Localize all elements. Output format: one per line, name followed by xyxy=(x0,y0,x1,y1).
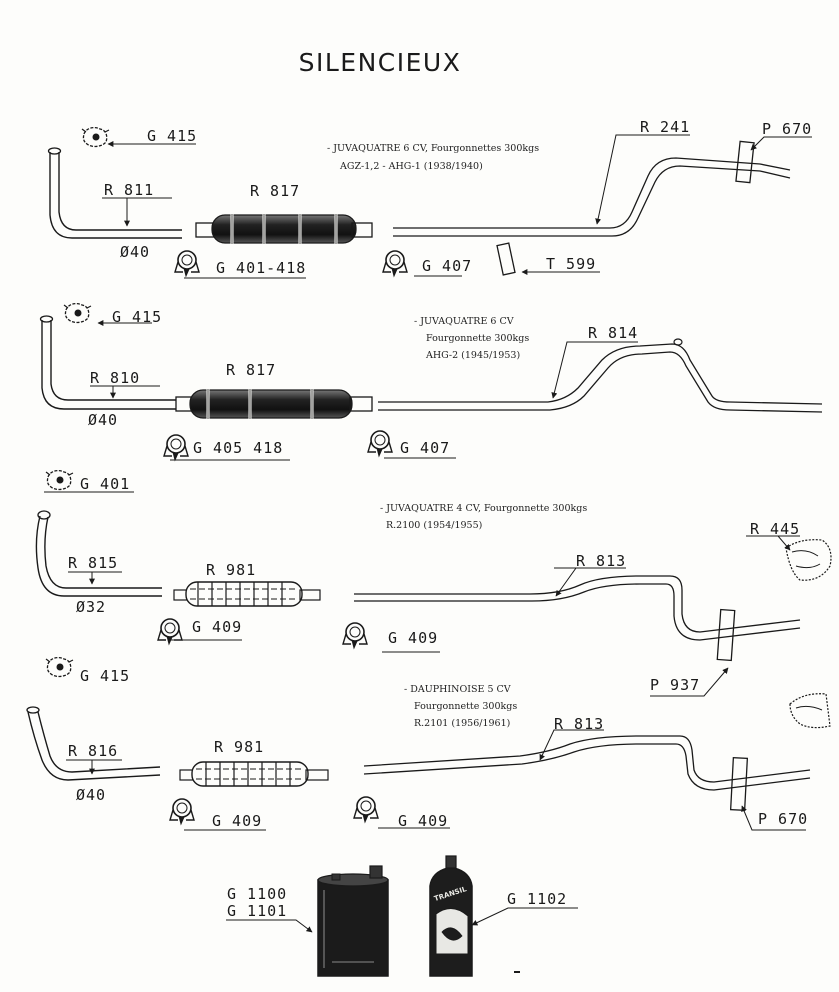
muffler-r981 xyxy=(173,581,321,607)
label-r981-2: R 981 xyxy=(214,738,265,756)
section-3-assembly xyxy=(35,510,832,697)
label-p937: P 937 xyxy=(650,676,701,694)
label-r817-1: R 817 xyxy=(250,182,301,200)
label-g1100: G 1100 xyxy=(227,885,288,903)
hanger-p670-2 xyxy=(729,756,749,812)
section-2-caption-line-2: Fourgonnette 300kgs xyxy=(426,333,530,344)
section-2-caption-line-3: AHG-2 (1945/1953) xyxy=(426,350,521,361)
mount-r445 xyxy=(785,539,832,581)
label-t599: T 599 xyxy=(546,255,597,273)
label-r813-2: R 813 xyxy=(554,715,605,733)
label-g409-1: G 409 xyxy=(192,618,243,636)
front-pipe-r815 xyxy=(35,515,162,597)
hanger-p937 xyxy=(716,608,736,662)
hanger-p670-1 xyxy=(735,140,755,184)
label-r817-2: R 817 xyxy=(226,361,277,379)
products-group: TRANSIL xyxy=(226,855,578,977)
label-r815: R 815 xyxy=(68,554,119,572)
tail-pipe-r814 xyxy=(378,343,823,413)
tail-pipe-r813-b xyxy=(363,735,811,791)
label-g409-2: G 409 xyxy=(388,629,439,647)
label-g407-2: G 407 xyxy=(400,439,451,457)
mount-right xyxy=(789,693,831,729)
label-g409-4: G 409 xyxy=(398,812,449,830)
label-r241: R 241 xyxy=(640,118,691,136)
page-title: SILENCIEUX xyxy=(298,48,462,77)
label-g1101: G 1101 xyxy=(227,902,288,920)
label-g409-3: G 409 xyxy=(212,812,263,830)
label-g401: G 401 xyxy=(80,475,131,493)
front-pipe-r810 xyxy=(41,320,176,410)
label-r810: R 810 xyxy=(90,369,141,387)
muffler-r817-b xyxy=(175,389,373,419)
label-g415-3: G 415 xyxy=(80,667,131,685)
label-r816: R 816 xyxy=(68,742,119,760)
front-pipe-r816 xyxy=(27,711,161,781)
label-g401-418: G 401-418 xyxy=(216,259,307,277)
tail-pipe-r813-a xyxy=(354,575,801,641)
front-pipe-r811 xyxy=(49,152,182,239)
tin-can-g1100 xyxy=(317,865,389,977)
label-r814: R 814 xyxy=(588,324,639,342)
section-3-caption-line-1: - JUVAQUATRE 4 CV, Fourgonnette 300kgs xyxy=(380,503,588,514)
tail-pipe-r241 xyxy=(393,157,791,237)
label-diameter-2: Ø40 xyxy=(88,411,119,429)
label-r445: R 445 xyxy=(750,520,801,538)
section-2-assembly xyxy=(39,302,823,493)
label-g407-1: G 407 xyxy=(422,257,473,275)
label-g415-2: G 415 xyxy=(112,308,163,326)
label-g405-418: G 405 418 xyxy=(193,439,284,457)
label-r981-1: R 981 xyxy=(206,561,257,579)
label-r813-1: R 813 xyxy=(576,552,627,570)
bracket-t599 xyxy=(496,242,516,276)
section-1-caption-line-2: AGZ-1,2 - AHG-1 (1938/1940) xyxy=(340,161,483,172)
section-4-caption-line-2: Fourgonnette 300kgs xyxy=(414,701,518,712)
muffler-r817 xyxy=(195,214,373,244)
label-g1102: G 1102 xyxy=(507,890,568,908)
section-4-assembly xyxy=(26,656,831,831)
label-diameter-3: Ø32 xyxy=(76,598,107,616)
section-1-caption-line-1: - JUVAQUATRE 6 CV, Fourgonnettes 300kgs xyxy=(327,143,540,154)
muffler-r981-b xyxy=(179,761,329,787)
label-r811: R 811 xyxy=(104,181,155,199)
section-1-assembly xyxy=(47,126,812,279)
section-4-caption-line-3: R.2101 (1956/1961) xyxy=(414,718,511,729)
label-p670-1: P 670 xyxy=(762,120,813,138)
label-g415-1: G 415 xyxy=(147,127,198,145)
label-diameter-1: Ø40 xyxy=(120,243,151,261)
section-4-caption-line-1: - DAUPHINOISE 5 CV xyxy=(404,684,511,695)
label-diameter-4: Ø40 xyxy=(76,786,107,804)
spray-can-g1102 xyxy=(429,855,473,977)
section-3-caption-line-2: R.2100 (1954/1955) xyxy=(386,520,483,531)
section-2-caption-line-1: - JUVAQUATRE 6 CV xyxy=(414,316,514,327)
label-p670-2: P 670 xyxy=(758,810,809,828)
